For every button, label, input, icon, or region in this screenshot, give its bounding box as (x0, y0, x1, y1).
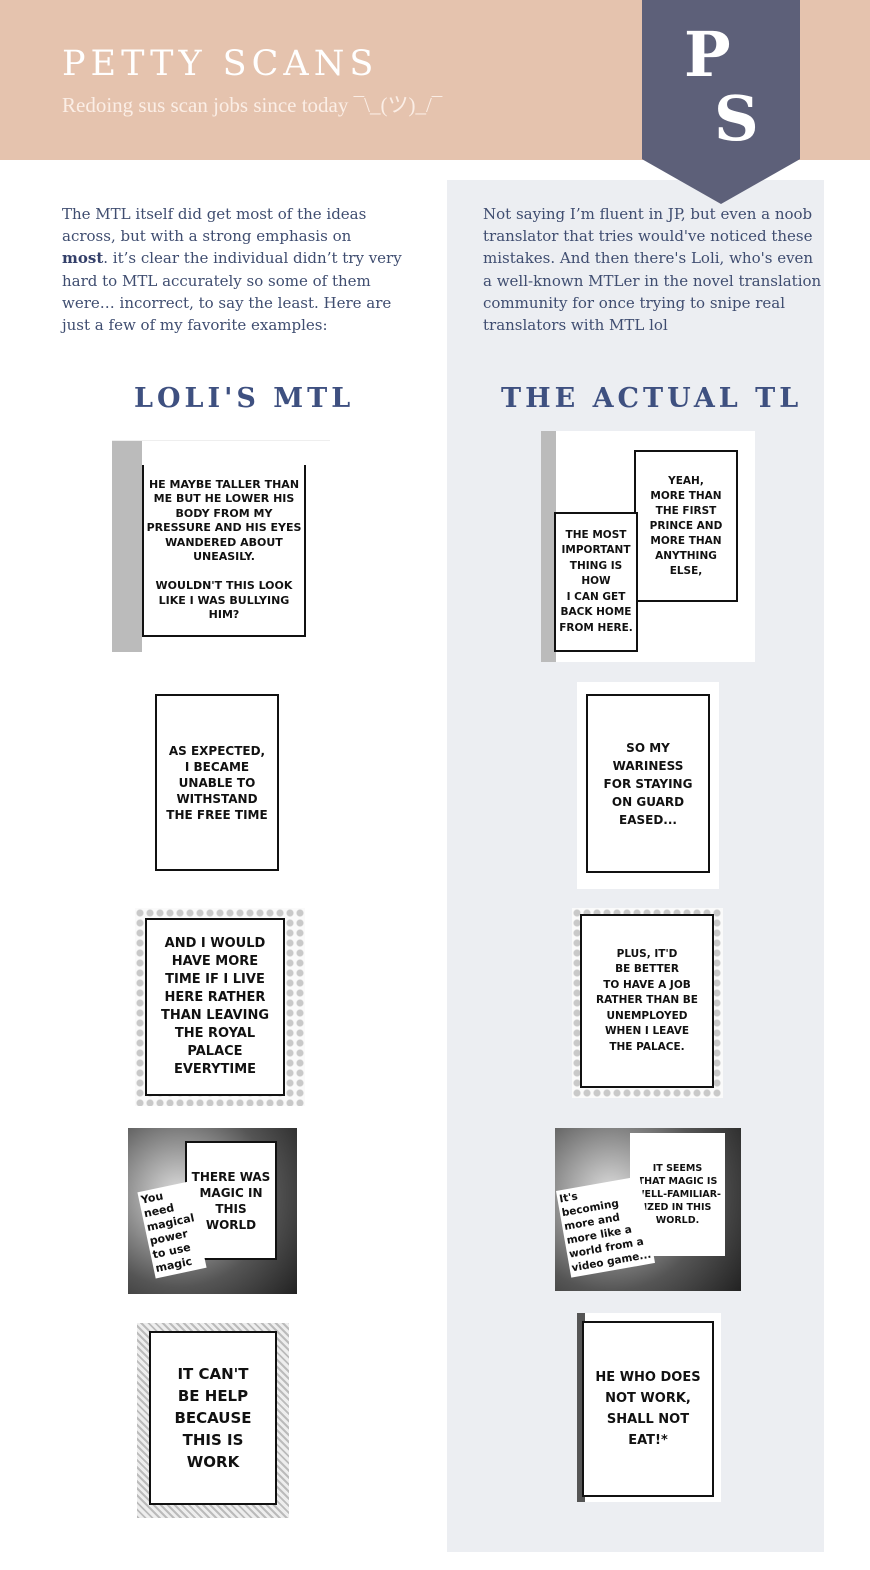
manga-panel-left-4: There was magic in this world You need m… (128, 1128, 297, 1294)
manga-panel-right-4: It seems that magic is well-familiar- iz… (555, 1128, 741, 1291)
intro-text-part: . it’s clear the individual didn’t try v… (62, 249, 402, 335)
ps-logo-badge: P S (642, 0, 800, 204)
speech-bubble: He maybe taller than me but he lower his… (142, 465, 306, 637)
manga-panel-left-1: He maybe taller than me but he lower his… (112, 440, 330, 652)
manga-panel-right-5: He who does not work, shall not eat!* (577, 1313, 721, 1502)
logo-letter-s: S (714, 82, 759, 155)
right-column-heading: THE ACTUAL TL (501, 383, 803, 414)
site-tagline: Redoing sus scan jobs since today ¯\_(ツ)… (62, 93, 443, 117)
speech-bubble: The most important thing is how I can ge… (554, 512, 638, 652)
manga-panel-right-3: Plus, it'd be better to have a job rathe… (572, 908, 723, 1098)
manga-panel-right-1: Yeah, more than the first prince and mor… (541, 431, 755, 662)
manga-panel-left-3: And I would have more time if I live her… (135, 908, 305, 1106)
manga-panel-left-2: As expected, I became unable to withstan… (143, 690, 298, 873)
speech-bubble: Plus, it'd be better to have a job rathe… (580, 914, 714, 1088)
left-column-heading: LOLI'S MTL (134, 383, 355, 414)
intro-text-part: The MTL itself did get most of the ideas… (62, 205, 367, 246)
intro-emphasis: most (62, 249, 104, 268)
speech-bubble: And I would have more time if I live her… (145, 918, 285, 1096)
speech-bubble: Yeah, more than the first prince and mor… (634, 450, 738, 602)
manga-panel-right-2: So my wariness for staying on guard ease… (577, 682, 719, 889)
speech-bubble: So my wariness for staying on guard ease… (586, 694, 710, 873)
speech-bubble: He who does not work, shall not eat!* (582, 1321, 714, 1497)
side-caption: It's becoming more and more like a world… (556, 1176, 655, 1278)
speech-bubble: It can't be help because this is work (149, 1331, 277, 1505)
manga-panel-left-5: It can't be help because this is work (137, 1323, 289, 1518)
right-intro-text: Not saying I’m fluent in JP, but even a … (483, 205, 822, 335)
logo-letter-p: P (684, 18, 731, 91)
speech-bubble: As expected, I became unable to withstan… (155, 694, 279, 871)
site-title: PETTY SCANS (62, 44, 379, 84)
left-intro-text: The MTL itself did get most of the ideas… (62, 203, 402, 336)
